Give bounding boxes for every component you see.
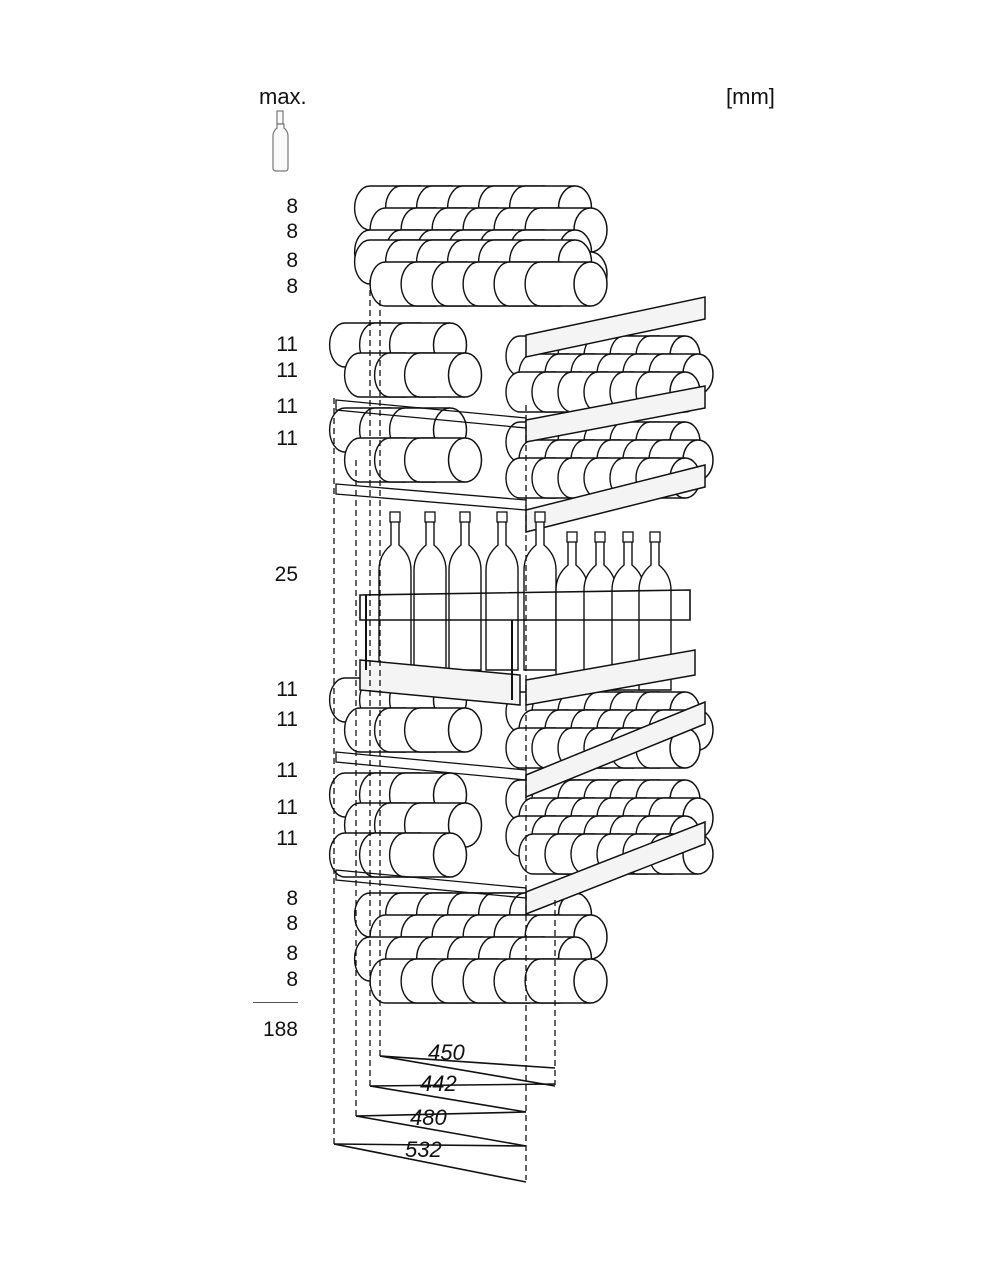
- shelf-front: [525, 464, 706, 533]
- bottle-cap: [459, 511, 471, 523]
- shelf-front: [525, 296, 706, 358]
- shelf-rail: [335, 483, 527, 511]
- capacity-value: 11: [276, 708, 298, 731]
- capacity-value: 11: [276, 359, 298, 382]
- capacity-value: 25: [274, 563, 298, 586]
- capacity-value: 8: [286, 195, 298, 218]
- capacity-value: 8: [286, 275, 298, 298]
- upright-bottle: [413, 511, 447, 671]
- bottle-cap: [496, 511, 508, 523]
- upright-bottle: [378, 511, 412, 671]
- upright-bottle-crate: [359, 511, 696, 706]
- bottle-cap: [622, 531, 634, 543]
- capacity-value: 11: [276, 759, 298, 782]
- lying-bottle: [388, 832, 468, 878]
- lying-bottle: [403, 352, 483, 398]
- bottle-cap: [389, 511, 401, 523]
- bottle-icon: [272, 110, 289, 172]
- lying-bottle: [524, 261, 608, 307]
- capacity-value: 11: [276, 395, 298, 418]
- crate-rail: [359, 589, 691, 621]
- crate-base: [359, 659, 521, 706]
- bottle-outline: [523, 519, 557, 671]
- bottle-stacks: [328, 185, 714, 1004]
- bottle-end: [573, 958, 608, 1004]
- bottle-body: [524, 261, 591, 307]
- bottle-outline: [638, 539, 672, 691]
- bottle-end: [432, 832, 468, 878]
- bottle-outline: [448, 519, 482, 671]
- capacity-value: 11: [276, 827, 298, 850]
- shelf-front: [525, 385, 706, 443]
- upright-bottle: [523, 511, 557, 671]
- upright-bottle: [638, 531, 672, 691]
- bottle-outline: [485, 519, 519, 671]
- dimension-lines: [333, 1055, 556, 1183]
- lying-bottle: [524, 958, 608, 1004]
- dimension-480: 480: [410, 1105, 447, 1130]
- bottle-cap: [534, 511, 546, 523]
- capacity-value: 8: [286, 249, 298, 272]
- capacity-value: 8: [286, 912, 298, 935]
- bottle-outline: [413, 519, 447, 671]
- lying-bottle: [403, 707, 483, 753]
- dimension-442: 442: [420, 1071, 457, 1096]
- dimension-450: 450: [428, 1040, 465, 1065]
- shelf: [525, 464, 706, 533]
- capacity-value: 8: [286, 968, 298, 991]
- max-label: max.: [259, 84, 307, 109]
- capacity-value: 8: [286, 942, 298, 965]
- bottle-cap: [594, 531, 606, 543]
- total-divider: [253, 1002, 298, 1003]
- unit-label: [mm]: [726, 84, 775, 109]
- dimension-532: 532: [405, 1137, 442, 1162]
- lying-bottle: [403, 437, 483, 483]
- bottle-cap: [649, 531, 661, 543]
- capacity-value: 8: [286, 220, 298, 243]
- bottle-end: [573, 261, 608, 307]
- upright-bottle: [485, 511, 519, 671]
- upright-bottle: [448, 511, 482, 671]
- bottle-cap: [424, 511, 436, 523]
- capacity-value: 11: [276, 333, 298, 356]
- bottle-cap: [566, 531, 578, 543]
- capacity-value: 8: [286, 887, 298, 910]
- dimension-guides: [333, 280, 556, 1180]
- bottle-outline: [555, 539, 589, 691]
- capacity-value: 11: [276, 796, 298, 819]
- upright-bottle: [555, 531, 589, 691]
- bottle-end: [447, 352, 483, 398]
- bottle-end: [447, 437, 483, 483]
- bottle-end: [447, 707, 483, 753]
- capacity-value: 11: [276, 427, 298, 450]
- bottle-body: [524, 958, 591, 1004]
- capacity-value: 11: [276, 678, 298, 701]
- capacity-total: 188: [262, 1018, 298, 1041]
